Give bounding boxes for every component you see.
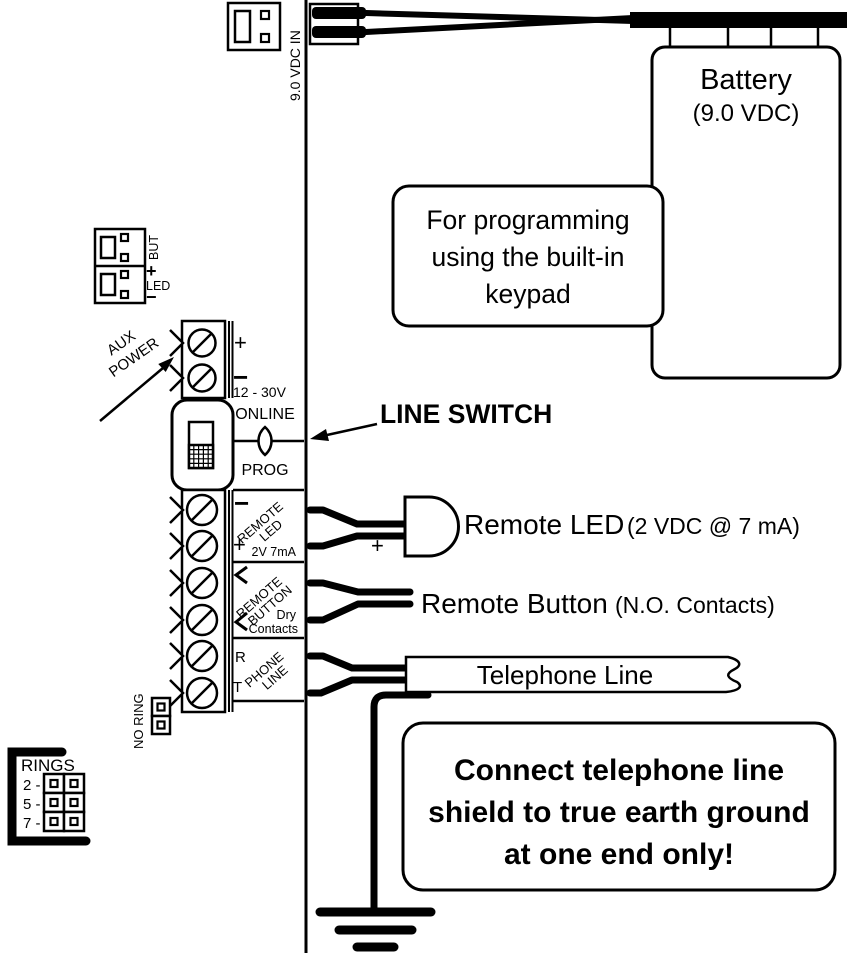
- remote-button-wire: [306, 600, 414, 624]
- screw-terminal: [187, 328, 217, 358]
- programming-note-box: For programming using the built-in keypa…: [391, 184, 665, 328]
- front-panel-connector-icon: [93, 227, 147, 305]
- line-switch-indicator: [257, 425, 273, 457]
- wire-entry-notch: [169, 569, 185, 597]
- rings-selector: RINGS 2 - 5 - 7 -: [7, 747, 91, 846]
- line-switch-arrow: [310, 422, 378, 441]
- line-switch-callout: LINE SWITCH: [380, 399, 552, 429]
- rings-option: 5 -: [23, 796, 41, 813]
- rings-jumper-grid: [42, 772, 86, 833]
- remote-led-minus-label: −: [234, 488, 249, 518]
- prog-label: PROG: [241, 462, 288, 479]
- remote-button-wire: [306, 579, 414, 596]
- battery-terminal-bar: [630, 12, 847, 28]
- dry-contacts-note: Dry: [277, 608, 297, 622]
- no-contact-symbol: [233, 565, 248, 585]
- phone-line-section-label: PHONE LINE: [242, 649, 291, 693]
- battery-title: Battery: [700, 64, 792, 96]
- phone-wire: [306, 652, 411, 672]
- wire-entry-notch: [169, 329, 185, 357]
- led-rating-label: 2V 7mA: [252, 545, 297, 559]
- rings-option: 7 -: [23, 815, 41, 832]
- earth-ground-symbol: [315, 907, 436, 952]
- led-connector-label: LED: [146, 279, 170, 293]
- phone-wire: [306, 676, 411, 697]
- battery-wire: [363, 15, 636, 35]
- screw-terminal: [187, 363, 217, 393]
- telephone-line-banner-label: Telephone Line: [477, 660, 653, 690]
- wire-entry-notch: [169, 642, 185, 670]
- remote-led-wire: [306, 506, 415, 528]
- led-polarity-label: −: [146, 287, 157, 307]
- battery-voltage: (9.0 VDC): [693, 100, 800, 127]
- programming-note-line: For programming: [426, 205, 629, 235]
- wire-entry-notch: [169, 364, 185, 392]
- telephone-line-banner: [404, 655, 742, 694]
- warning-note-line: shield to true earth ground: [428, 796, 810, 829]
- programming-note-line: keypad: [485, 279, 570, 309]
- battery-symbol: Battery (9.0 VDC): [630, 12, 847, 380]
- aux-power-callout: AUX POWER: [104, 328, 162, 381]
- remote-button-callout: Remote Button: [421, 588, 608, 619]
- no-ring-label: NO RING: [131, 693, 146, 749]
- screw-terminal: [185, 566, 219, 600]
- remote-led-wire: [306, 532, 415, 550]
- battery-plug-icon: [308, 2, 366, 46]
- actuator-grip-hatch: [189, 445, 213, 468]
- screw-terminal: [185, 603, 219, 637]
- dc-input-label: 9.0 VDC IN: [287, 30, 303, 101]
- no-ring-jumper: [150, 696, 172, 736]
- dc-input-connector-icon: [226, 1, 282, 52]
- warning-note-line: Connect telephone line: [454, 754, 784, 787]
- shield-wire: [370, 691, 432, 913]
- no-contact-symbol: [233, 611, 248, 632]
- screw-terminal: [185, 676, 219, 710]
- aux-plus-label: +: [234, 330, 247, 355]
- but-polarity-label: +: [146, 261, 157, 281]
- rings-title: RINGS: [21, 756, 75, 775]
- remote-led-callout: Remote LED: [464, 509, 624, 540]
- screw-terminal: [185, 639, 219, 673]
- wire-entry-notch: [169, 606, 185, 634]
- line-switch-body: [170, 398, 235, 492]
- warning-note-line: at one end only!: [504, 838, 734, 871]
- led-wire-plus-label: +: [371, 533, 384, 558]
- screw-terminal: [185, 529, 219, 563]
- remote-button-spec: (N.O. Contacts): [615, 592, 775, 618]
- terminal-block-io: [169, 488, 304, 714]
- wire-entry-notch: [169, 532, 185, 560]
- programming-note-line: using the built-in: [432, 242, 625, 272]
- dry-contacts-note: Contacts: [249, 622, 298, 636]
- but-connector-label: BUT: [147, 235, 161, 260]
- aux-power-arrow: [99, 357, 174, 422]
- terminal-block-aux: [169, 319, 234, 400]
- screw-terminal: [185, 493, 219, 527]
- phone-tip-label: T: [233, 679, 242, 696]
- wire-entry-notch: [169, 496, 185, 524]
- warning-box: Connect telephone line shield to true ea…: [401, 721, 837, 892]
- rings-bracket: [7, 747, 91, 846]
- battery-box: [650, 45, 842, 380]
- rings-option: 2 -: [23, 777, 41, 794]
- phone-ring-label: R: [235, 649, 246, 666]
- aux-minus-label: −: [233, 362, 248, 392]
- wire-entry-notch: [169, 679, 185, 707]
- aux-voltage-range-label: 12 - 30V: [233, 384, 287, 400]
- led-symbol: [403, 495, 460, 558]
- remote-led-spec: (2 VDC @ 7 mA): [627, 513, 800, 539]
- online-label: ONLINE: [235, 406, 295, 423]
- remote-led-plus-label: +: [233, 532, 246, 557]
